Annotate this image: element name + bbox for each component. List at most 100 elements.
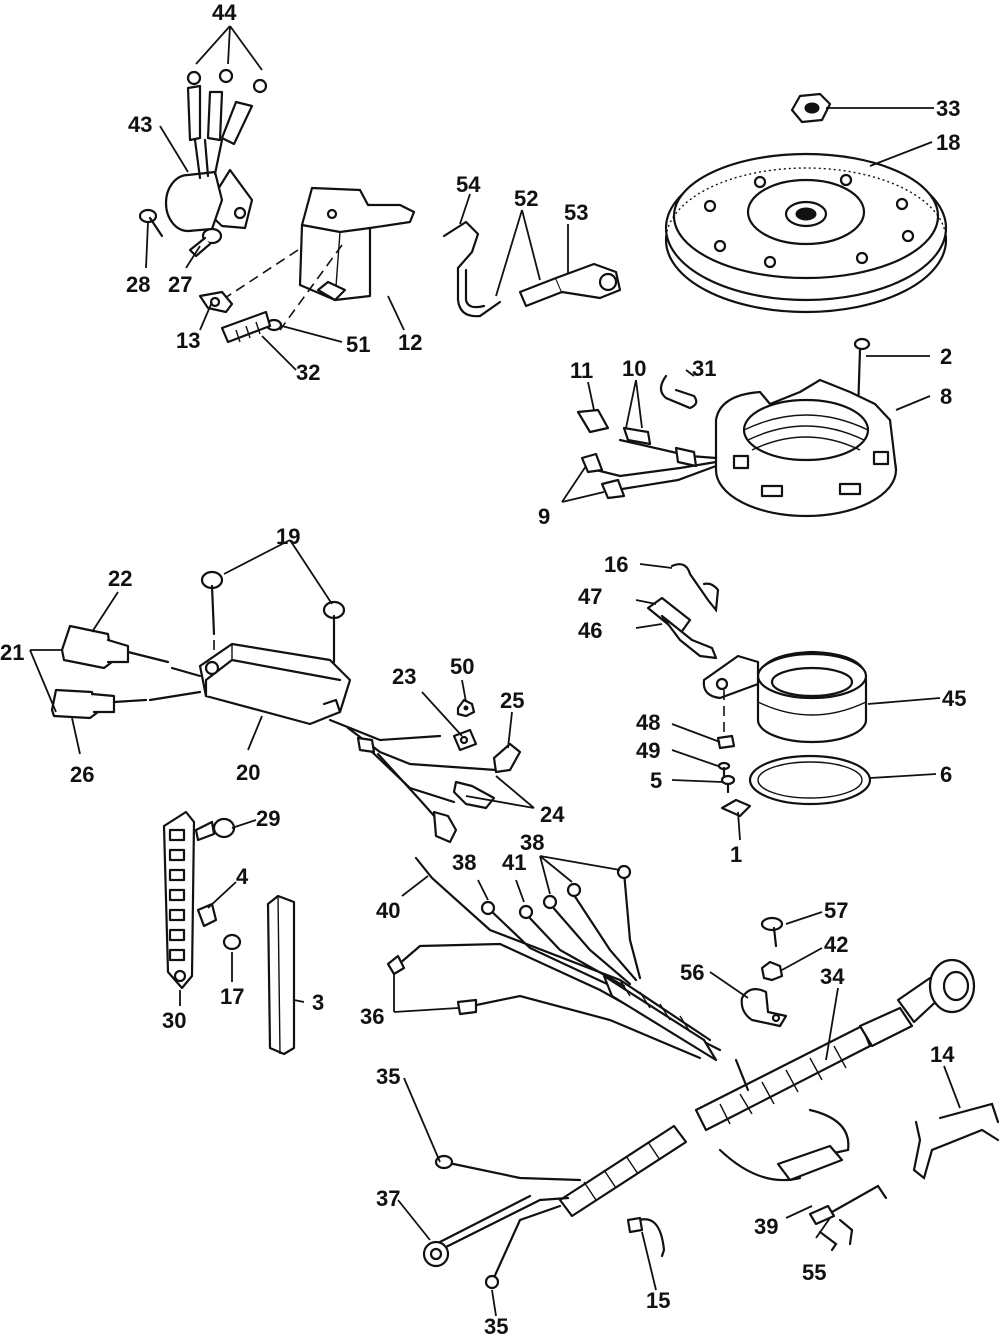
callout-labels: 44 43 28 27 13 51 12 32 54 52 53 33 18 2… (0, 0, 966, 1334)
callout-35-top: 35 (376, 1064, 400, 1089)
clamp-56 (740, 987, 788, 1028)
connector-26 (50, 688, 202, 720)
wire-plug-47 (646, 596, 718, 660)
callout-4: 4 (236, 864, 249, 889)
screw-29 (194, 817, 236, 842)
callout-43: 43 (128, 112, 152, 137)
clip-23 (452, 728, 478, 752)
callout-29: 29 (256, 806, 280, 831)
callout-3: 3 (312, 990, 324, 1015)
star-washer-50 (456, 698, 476, 718)
callout-55: 55 (802, 1260, 826, 1285)
lower-harness (422, 1124, 688, 1290)
retainer-48 (716, 734, 736, 750)
callout-5: 5 (650, 768, 662, 793)
callout-21: 21 (0, 640, 24, 665)
screw-17 (222, 933, 242, 951)
screw-28 (138, 208, 164, 238)
callout-38-left: 38 (452, 850, 476, 875)
stator (714, 378, 898, 518)
branch-wires (386, 856, 718, 1062)
leader-lines (29, 25, 961, 1317)
flywheel (664, 152, 948, 314)
callout-20: 20 (236, 760, 260, 785)
power-pack-wires (328, 718, 522, 844)
clip-16 (670, 563, 720, 613)
clip-15 (626, 1216, 666, 1258)
callout-47: 47 (578, 584, 602, 609)
screw-5 (720, 774, 736, 794)
callout-19: 19 (276, 524, 300, 549)
callout-41: 41 (502, 850, 526, 875)
callout-18: 18 (936, 130, 960, 155)
callout-11: 11 (570, 358, 593, 383)
screw-27 (188, 227, 223, 258)
solenoid (164, 68, 268, 233)
callout-15: 15 (646, 1288, 670, 1313)
star-washer-42 (760, 960, 784, 982)
callout-22: 22 (108, 566, 132, 591)
screw-32 (220, 310, 272, 344)
clip-1 (720, 798, 752, 818)
timer-base (702, 650, 868, 744)
bracket-14 (912, 1102, 1000, 1180)
callout-49: 49 (636, 738, 660, 763)
fuse-holder (776, 1144, 888, 1252)
callout-38-right: 38 (520, 830, 544, 855)
callout-28: 28 (126, 272, 150, 297)
clip-4 (196, 902, 218, 928)
screw-57 (760, 916, 784, 948)
callout-25: 25 (500, 688, 524, 713)
callout-48: 48 (636, 710, 660, 735)
ignition-coil (298, 186, 416, 302)
spark-plug-boot (518, 262, 622, 308)
connector-22 (60, 624, 202, 678)
callout-30: 30 (162, 1008, 186, 1033)
callout-17: 17 (220, 984, 244, 1009)
callout-57: 57 (824, 898, 848, 923)
callout-12: 12 (398, 330, 422, 355)
cover-strip (266, 894, 296, 1056)
callout-36: 36 (360, 1004, 384, 1029)
callout-34: 34 (820, 964, 845, 989)
callout-40: 40 (376, 898, 400, 923)
callout-24: 24 (540, 802, 565, 827)
callout-31: 31 (692, 356, 716, 381)
callout-6: 6 (940, 762, 952, 787)
callout-16: 16 (604, 552, 628, 577)
callout-13: 13 (176, 328, 200, 353)
callout-27: 27 (168, 272, 192, 297)
callout-33: 33 (936, 96, 960, 121)
flywheel-nut (790, 92, 832, 124)
callout-8: 8 (940, 384, 952, 409)
retaining-ring (748, 754, 872, 806)
callout-51: 51 (346, 332, 370, 357)
power-pack (198, 642, 352, 726)
clamp-13 (198, 290, 234, 314)
callout-56: 56 (680, 960, 704, 985)
callout-44: 44 (212, 0, 237, 25)
callout-14: 14 (930, 1042, 955, 1067)
callout-2: 2 (940, 344, 952, 369)
callout-39: 39 (754, 1214, 778, 1239)
screw-19a (200, 570, 224, 636)
terminal-block (162, 810, 196, 990)
callout-45: 45 (942, 686, 966, 711)
callout-42: 42 (824, 932, 848, 957)
callout-9: 9 (538, 504, 550, 529)
callout-54: 54 (456, 172, 481, 197)
callout-50: 50 (450, 654, 474, 679)
callout-32: 32 (296, 360, 320, 385)
callout-46: 46 (578, 618, 602, 643)
screw-19b (322, 600, 346, 664)
wire-clip-31 (659, 374, 698, 410)
main-harness (694, 958, 976, 1182)
callout-37: 37 (376, 1186, 400, 1211)
spark-plug-lead (442, 220, 502, 318)
stator-wires (576, 408, 718, 500)
callout-26: 26 (70, 762, 94, 787)
callout-53: 53 (564, 200, 588, 225)
callout-35-bottom: 35 (484, 1314, 508, 1334)
callout-52: 52 (514, 186, 538, 211)
